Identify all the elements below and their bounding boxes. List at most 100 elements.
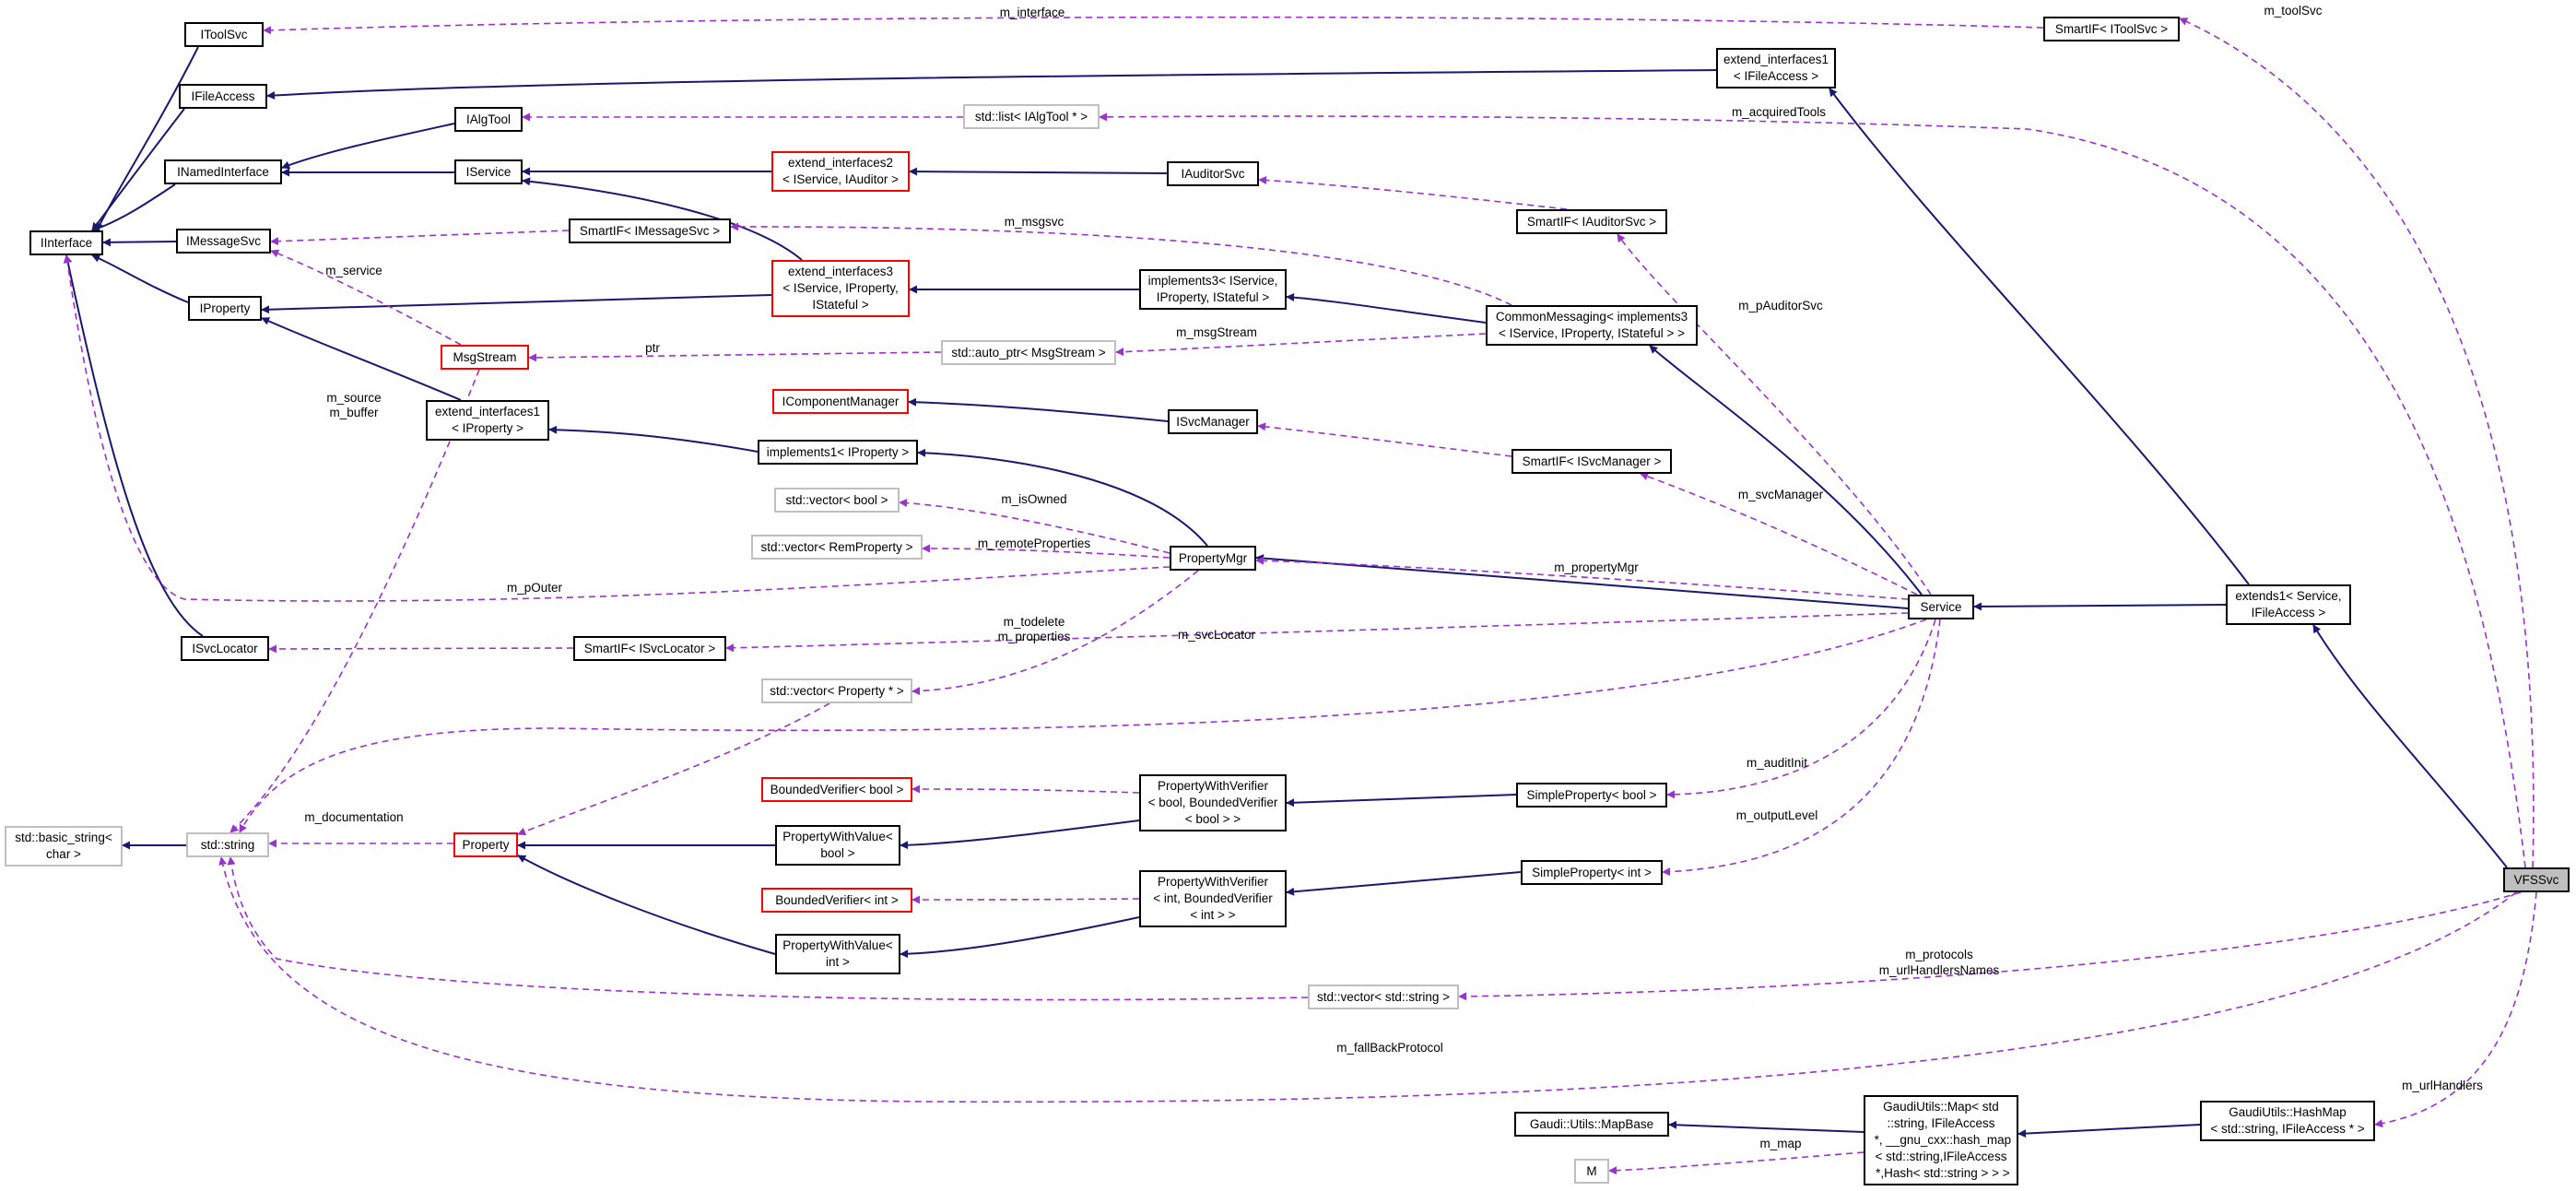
m-node[interactable]: M	[1574, 1159, 1609, 1184]
simpleproperty-bool-node[interactable]: SimpleProperty< bool >	[1516, 783, 1667, 808]
gaudi-utils-mapbase-node[interactable]: Gaudi::Utils::MapBase	[1514, 1112, 1669, 1137]
label-m-map: m_map	[1759, 1137, 1801, 1150]
inamedinterface-node[interactable]: INamedInterface	[164, 159, 282, 184]
inherit-hashmap-map-edge	[2017, 1124, 2201, 1138]
smartif-isvclocator-node[interactable]: SmartIF< ISvcLocator >	[573, 636, 726, 661]
simpleproperty-int-node[interactable]: SimpleProperty< int >	[1521, 860, 1663, 885]
label-m-isowned: m_isOwned	[1001, 492, 1066, 506]
ialgtool-node[interactable]: IAlgTool	[454, 107, 523, 132]
vector-string-node[interactable]: std::vector< std::string >	[1308, 985, 1459, 1009]
label-m-interface-toolsvc: m_interface	[1000, 6, 1065, 19]
smartif-isvcmanager-node[interactable]: SmartIF< ISvcManager >	[1511, 449, 1672, 474]
inherit-pwverifier-bool-pwv-edge	[900, 820, 1140, 850]
msgstream-node[interactable]: MsgStream	[441, 345, 529, 370]
inherit-ifileaccess-edge	[91, 108, 185, 231]
propertywithvalue-bool-node[interactable]: PropertyWithValue< bool >	[775, 825, 900, 866]
propertymgr-node[interactable]: PropertyMgr	[1170, 546, 1256, 571]
propertywithverifier-bool-node[interactable]: PropertyWithVerifier < bool, BoundedVeri…	[1139, 774, 1287, 831]
extend-interfaces1-iproperty-node[interactable]: extend_interfaces1 < IProperty >	[426, 400, 549, 441]
std-basic-string-node[interactable]: std::basic_string< char >	[5, 826, 123, 867]
vector-remproperty-node[interactable]: std::vector< RemProperty >	[751, 535, 923, 560]
vector-bool-node[interactable]: std::vector< bool >	[774, 488, 900, 513]
inherit-service-propertymgr-edge	[1255, 554, 1909, 609]
inherit-vfssvc-extends1-edge	[2312, 624, 2508, 868]
label-m-svclocator: m_svcLocator	[1178, 628, 1256, 642]
label-m-urlhandlers: m_urlHandlers	[2402, 1079, 2483, 1092]
inherit-impl1-ei1-edge	[548, 425, 759, 453]
inherit-propertymgr-impl1-edge	[917, 448, 1208, 547]
use-smartif-imessagesvc-edge	[270, 230, 570, 246]
use-service-auditinit-edge	[1666, 619, 1936, 799]
gaudiutils-map-node[interactable]: GaudiUtils::Map< std ::string, IFileAcce…	[1864, 1095, 2018, 1185]
label-m-urlhandlersnames: m_urlHandlersNames	[1879, 963, 2000, 977]
gaudiutils-hashmap-node[interactable]: GaudiUtils::HashMap < std::string, IFile…	[2200, 1101, 2375, 1141]
use-smartif-isvcmanager-edge	[1257, 422, 1512, 457]
propertywithverifier-int-node[interactable]: PropertyWithVerifier < int, BoundedVerif…	[1139, 870, 1287, 927]
use-map-m-edge	[1608, 1151, 1864, 1175]
extend-interfaces3-node[interactable]: extend_interfaces3 < IService, IProperty…	[771, 260, 910, 317]
std-string-node[interactable]: std::string	[186, 832, 269, 857]
vector-property-node[interactable]: std::vector< Property * >	[761, 678, 912, 703]
imessagesvc-node[interactable]: IMessageSvc	[176, 229, 271, 254]
extend-interfaces1-ifileaccess-node[interactable]: extend_interfaces1 < IFileAccess >	[1716, 48, 1836, 88]
use-vfssvc-protocols-edge	[1458, 891, 2522, 1001]
smartif-iauditorsvc-node[interactable]: SmartIF< IAuditorSvc >	[1516, 209, 1667, 234]
implements3-node[interactable]: implements3< IService, IProperty, IState…	[1139, 269, 1287, 310]
label-m-service: m_service	[325, 264, 382, 277]
label-m-outputlevel: m_outputLevel	[1736, 808, 1818, 822]
label-m-source: m_source	[326, 391, 381, 405]
iproperty-node[interactable]: IProperty	[188, 296, 262, 321]
label-m-pouter: m_pOuter	[507, 581, 563, 595]
inherit-iauditorsvc-ei2-edge	[909, 167, 1168, 176]
isvclocator-node[interactable]: ISvcLocator	[181, 636, 269, 661]
inherit-service-commonmessaging-edge	[1649, 345, 1923, 596]
extends1-service-ifileaccess-node[interactable]: extends1< Service, IFileAccess >	[2226, 584, 2351, 625]
inherit-iproperty-edge	[91, 254, 189, 303]
boundedverifier-bool-node[interactable]: BoundedVerifier< bool >	[761, 777, 912, 802]
use-service-svclocator-edge	[725, 612, 1909, 653]
implements1-iproperty-node[interactable]: implements1< IProperty >	[758, 440, 918, 465]
label-m-fallbackprotocol: m_fallBackProtocol	[1336, 1041, 1443, 1055]
inherit-simpleproperty-bool-edge	[1286, 794, 1517, 808]
inherit-extends1-service-edge	[1973, 602, 2227, 611]
itoolsvc-node[interactable]: IToolSvc	[184, 22, 264, 47]
label-m-todelete: m_todelete	[1004, 615, 1065, 629]
inherit-commonmessaging-impl3-edge	[1286, 293, 1487, 324]
label-m-auditinit: m_auditInit	[1747, 756, 1807, 770]
propertywithvalue-int-node[interactable]: PropertyWithValue< int >	[775, 934, 900, 974]
iservice-node[interactable]: IService	[454, 159, 523, 184]
smartif-imessagesvc-node[interactable]: SmartIF< IMessageSvc >	[569, 218, 731, 243]
auto-ptr-msgstream-node[interactable]: std::auto_ptr< MsgStream >	[941, 340, 1116, 365]
use-msgstream-imessagesvc-edge	[270, 249, 462, 346]
inherit-isvclocator-edge	[64, 254, 204, 637]
label-ptr: ptr	[645, 341, 660, 355]
label-m-pauditorsvc: m_pAuditorSvc	[1738, 299, 1823, 312]
use-propertymgr-isowned-edge	[899, 499, 1170, 554]
boundedverifier-int-node[interactable]: BoundedVerifier< int >	[761, 888, 912, 913]
inherit-ei1-ifileaccess-edge	[266, 69, 1717, 100]
use-service-name-edge	[239, 619, 1927, 833]
label-m-properties: m_properties	[998, 630, 1071, 643]
iauditorsvc-node[interactable]: IAuditorSvc	[1167, 161, 1259, 186]
iinterface-node[interactable]: IInterface	[29, 230, 103, 255]
extend-interfaces2-node[interactable]: extend_interfaces2 < IService, IAuditor …	[771, 151, 910, 192]
use-propertymgr-todelete-edge	[912, 570, 1199, 696]
ifileaccess-node[interactable]: IFileAccess	[179, 84, 267, 109]
commonmessaging-node[interactable]: CommonMessaging< implements3 < IService,…	[1486, 305, 1698, 346]
inherit-simpleproperty-int-edge	[1286, 871, 1522, 896]
std-list-ialgtool-node[interactable]: std::list< IAlgTool * >	[963, 104, 1100, 129]
vfssvc-node[interactable]: VFSSvc	[2503, 867, 2570, 892]
property-node[interactable]: Property	[453, 832, 518, 857]
inherit-pwv-int-property-edge	[517, 855, 776, 955]
icomponentmanager-node[interactable]: IComponentManager	[772, 389, 909, 414]
inherit-inamedinterface-edge	[91, 183, 176, 232]
smartif-itoolsvc-node[interactable]: SmartIF< IToolSvc >	[2043, 17, 2180, 41]
inherit-ei1-iproperty-edge	[261, 317, 462, 401]
use-propertymgr-remoteproperties-edge	[922, 544, 1170, 559]
service-node[interactable]: Service	[1908, 595, 1974, 619]
use-service-outputlevel-edge	[1662, 619, 1941, 877]
isvcmanager-node[interactable]: ISvcManager	[1168, 409, 1258, 434]
use-vfssvc-toolsvc-edge	[2179, 18, 2535, 868]
inherit-pwverifier-int-pwv-edge	[900, 916, 1140, 959]
use-smartif-iauditorsvc-edge	[1258, 175, 1568, 210]
